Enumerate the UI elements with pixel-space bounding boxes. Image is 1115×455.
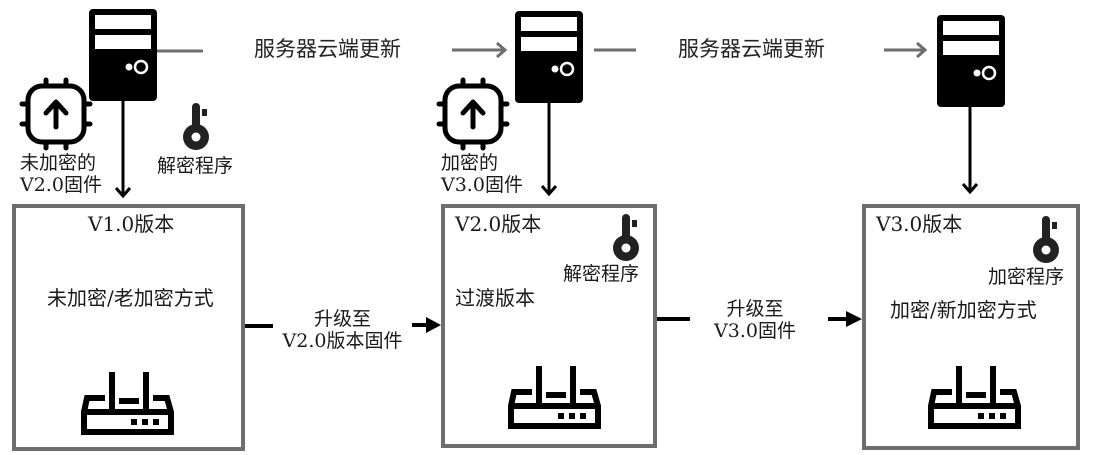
upgrade-label-2-line1: 升级至	[726, 298, 784, 320]
firmware-label-2-line1: 加密的	[441, 152, 499, 174]
cloud-update-label-2: 服务器云端更新	[678, 37, 825, 61]
firmware-chip-icon-2	[439, 80, 507, 148]
version-label-v2: V2.0版本	[455, 212, 542, 236]
key-icon-1	[183, 103, 209, 150]
description-v3: 加密/新加密方式	[890, 298, 1037, 322]
router-icon-1	[81, 372, 177, 438]
server-icon-1	[87, 7, 159, 103]
key-icon-2	[613, 214, 639, 261]
upgrade-label-1-line2: V2.0版本固件	[282, 330, 403, 352]
server-icon-3	[935, 13, 1007, 109]
key-label-2: 解密程序	[563, 263, 640, 285]
key-label-1: 解密程序	[157, 155, 234, 177]
server-icon-2	[513, 9, 585, 105]
firmware-label-1-line2: V2.0固件	[20, 174, 102, 196]
version-label-v3: V3.0版本	[876, 212, 963, 236]
firmware-label-2-line2: V3.0固件	[441, 174, 523, 196]
firmware-label-1-line1: 未加密的	[20, 152, 97, 174]
key-icon-3	[1033, 216, 1059, 263]
stage-box-v1: V1.0版本 未加密/老加密方式	[12, 204, 245, 451]
upgrade-label-2-line2: V3.0固件	[714, 320, 796, 342]
description-v1: 未加密/老加密方式	[47, 286, 214, 310]
router-icon-2	[508, 366, 604, 432]
key-label-3: 加密程序	[988, 266, 1065, 288]
cloud-arrow-1-head	[496, 41, 508, 59]
router-icon-3	[928, 366, 1024, 432]
stage-box-v2: V2.0版本 解密程序 过渡版本	[441, 204, 657, 448]
stage-box-v3: V3.0版本 加密程序 加密/新加密方式	[862, 204, 1080, 450]
version-label-v1: V1.0版本	[88, 212, 175, 236]
description-v2: 过渡版本	[455, 286, 535, 310]
upgrade-label-1-line1: 升级至	[313, 308, 371, 330]
cloud-update-label-1: 服务器云端更新	[254, 37, 401, 61]
firmware-chip-icon-1	[22, 80, 90, 148]
cloud-arrow-2-head	[916, 41, 928, 59]
